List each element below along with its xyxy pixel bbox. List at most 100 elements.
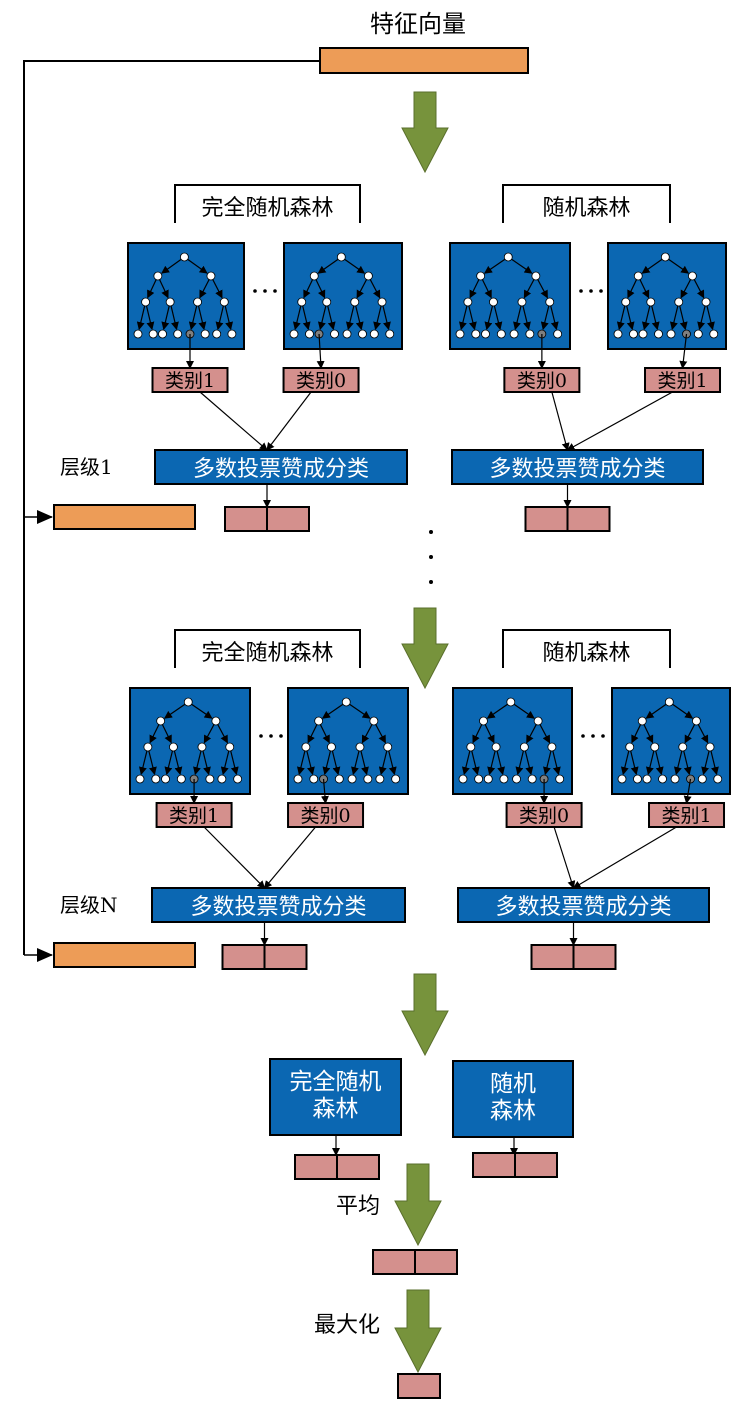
tree-edge <box>668 701 694 719</box>
tree-node <box>678 742 688 752</box>
tree-edge <box>625 301 635 331</box>
tree-class-output <box>151 367 229 393</box>
flow-arrow-level-2 <box>401 607 449 690</box>
ellipsis-dot <box>269 734 273 738</box>
tree-edge <box>193 746 203 776</box>
tree-leaf <box>161 774 170 784</box>
tree-node <box>705 742 715 752</box>
forest-bracket <box>502 184 671 223</box>
tree-node <box>547 742 557 752</box>
forest-type-label: 完全随机森林 <box>201 641 333 666</box>
tree-node <box>701 297 711 307</box>
tree-node <box>314 716 324 726</box>
maximize-label: 最大化 <box>314 1313 380 1338</box>
tree-edge <box>701 746 711 776</box>
tree-node <box>517 297 527 307</box>
tree-edge <box>223 301 234 331</box>
tree-edge <box>220 746 231 776</box>
tree-edge <box>645 701 670 719</box>
tree-leaf <box>309 774 319 784</box>
tree-edge <box>664 256 690 274</box>
tree-leaf <box>205 774 215 784</box>
tree-leaf <box>527 774 537 784</box>
tree-edge <box>317 301 328 331</box>
forest-bracket <box>174 629 361 668</box>
tree-edge <box>549 301 559 331</box>
tree-edge <box>616 301 627 331</box>
ellipsis-dot <box>599 289 603 293</box>
tree-edge <box>296 746 307 776</box>
tree-leaf <box>369 329 379 339</box>
class-to-vote-arrow <box>566 391 673 451</box>
tree-edge <box>484 301 495 331</box>
tree-class-output-label: 类别1 <box>657 370 707 392</box>
tree-edge <box>340 256 366 274</box>
tree-edge <box>161 301 171 331</box>
tree-node <box>633 271 643 281</box>
tree-leaf <box>633 774 642 784</box>
tree-leaf <box>670 774 680 784</box>
tree-edge <box>161 256 185 274</box>
tree-edge <box>650 301 660 331</box>
tree-edge <box>645 746 656 776</box>
tree-node <box>301 742 311 752</box>
tree-edge <box>461 746 472 776</box>
tree-edge <box>620 746 631 776</box>
tree-leaf <box>638 329 648 339</box>
leaf-to-class-arrow <box>320 778 329 804</box>
tree-node <box>297 297 307 307</box>
tree-node <box>156 716 166 726</box>
tree-class-output <box>155 802 233 828</box>
tree-leaf <box>391 774 401 784</box>
ellipsis-dot <box>279 734 283 738</box>
tree-node <box>193 297 202 307</box>
tree-crf-b <box>283 242 403 350</box>
tree-edge <box>495 746 505 776</box>
tree-leaf <box>709 329 719 339</box>
forest-type-label: 随机森林 <box>542 196 630 221</box>
majority-vote-label: 多数投票赞成分类 <box>193 457 369 482</box>
tree-edge <box>458 301 469 331</box>
tree-crf-a <box>127 242 245 350</box>
tree-node <box>219 297 229 307</box>
tree-node <box>153 271 163 281</box>
tree-node <box>489 297 498 307</box>
final-random-forest: 随机森林 <box>452 1060 574 1138</box>
leaf-to-class-arrow <box>679 333 688 369</box>
majority-vote-label: 多数投票赞成分类 <box>190 895 366 920</box>
forest-type-label: 完全随机森林 <box>201 196 333 221</box>
class-vector-output <box>224 506 310 532</box>
tree-edge <box>654 746 664 776</box>
level-label: 层级1 <box>60 455 113 479</box>
levels-ellipsis-dot <box>429 580 433 584</box>
class-to-vote-arrow <box>266 391 312 451</box>
leaf-to-class-arrow <box>316 333 325 369</box>
flow-arrow-final <box>401 973 449 1057</box>
tree-leaf <box>173 329 183 339</box>
tree-edge <box>305 746 315 776</box>
tree-node <box>211 716 221 726</box>
ellipsis-dot <box>591 734 595 738</box>
tree-class-output-label: 类别1 <box>169 805 219 827</box>
tree-edge <box>467 301 477 331</box>
majority-vote-box <box>151 887 406 923</box>
tree-edge <box>705 301 715 331</box>
tree-edge <box>330 746 341 776</box>
tree-class-output <box>644 367 722 393</box>
tree-node <box>327 742 336 752</box>
augmented-feature-vector <box>53 504 196 530</box>
tree-edge <box>215 301 225 331</box>
augmented-feature-vector <box>53 942 196 968</box>
tree-edge <box>513 301 523 331</box>
tree-edge <box>187 701 213 719</box>
tree-node <box>479 716 488 726</box>
final-forest-box <box>452 1060 574 1138</box>
feature-vector-title: 特征向量 <box>370 10 466 38</box>
tree-edge <box>169 301 179 331</box>
tree-class-output-label: 类别0 <box>296 370 346 392</box>
tree-edge <box>184 256 208 274</box>
tree-node <box>225 742 235 752</box>
trees-ellipsis <box>253 289 277 293</box>
class-to-vote-arrow <box>572 826 677 889</box>
final-forest-label: 森林 <box>490 1098 536 1124</box>
